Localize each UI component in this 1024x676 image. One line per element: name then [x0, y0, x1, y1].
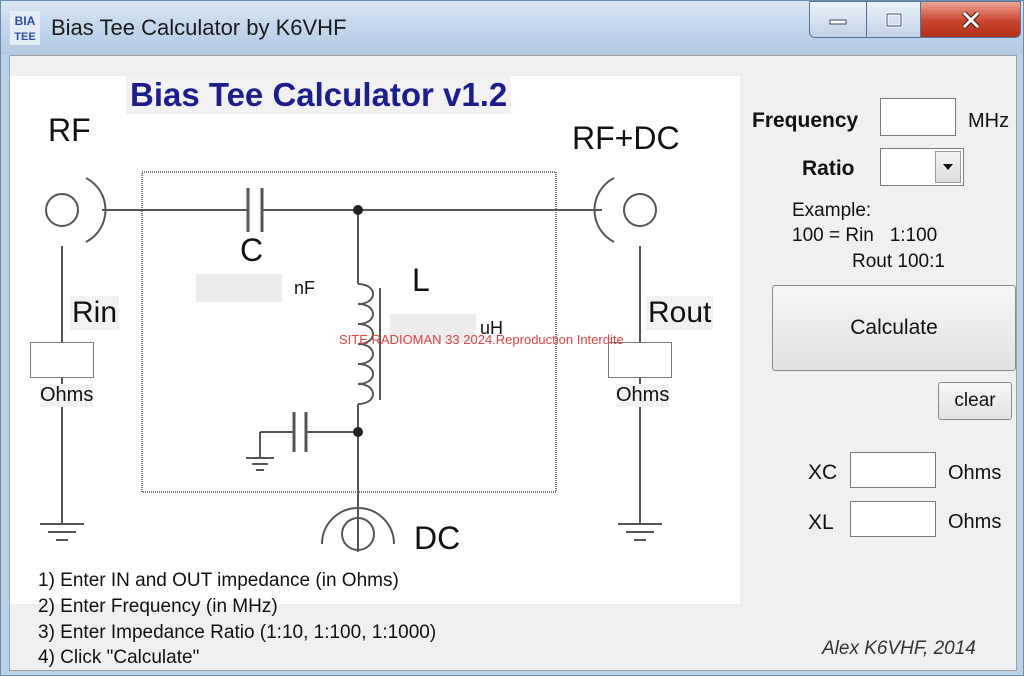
rf-connector-inner: [45, 193, 79, 227]
window-controls: [809, 1, 1021, 39]
bias-tee-app-icon: BIA TEE: [10, 11, 40, 45]
rin-label: Rin: [70, 296, 120, 330]
watermark-text: SITE RADIOMAN 33 2024.Reproduction Inter…: [339, 332, 624, 347]
xl-output-field: [850, 501, 936, 537]
icon-text-bottom: TEE: [14, 31, 35, 43]
frequency-label: Frequency: [752, 109, 859, 132]
circuit-schematic: [40, 171, 662, 552]
inductor-l-label: L: [412, 262, 430, 298]
inductor-coil: [357, 283, 374, 405]
dc-connector-inner: [341, 517, 375, 551]
rout-label: Rout: [646, 296, 714, 330]
c-output-field: [196, 274, 282, 302]
client-area: Bias Tee Calculator v1.2 RF RF+DC DC C L…: [9, 55, 1017, 671]
author-signature: Alex K6VHF, 2014: [822, 638, 976, 659]
l-output-field: [390, 314, 476, 342]
ratio-dropdown[interactable]: [880, 148, 964, 186]
rfdc-connector-outer: [593, 177, 615, 243]
dc-connector-outer: [321, 507, 395, 545]
enclosure-box: [141, 171, 557, 493]
junction-dot-bottom: [353, 427, 363, 437]
rout-unit-label: Ohms: [616, 384, 670, 407]
instruction-line-4: 4) Click "Calculate": [38, 647, 200, 668]
chevron-down-icon: [943, 164, 953, 170]
clear-button[interactable]: clear: [938, 382, 1012, 420]
c-unit-label: nF: [294, 278, 316, 298]
frequency-input[interactable]: [880, 98, 956, 136]
circuit-diagram: Bias Tee Calculator v1.2 RF RF+DC DC C L…: [10, 76, 740, 604]
close-button[interactable]: [921, 1, 1021, 38]
rfdc-connector-inner: [623, 193, 657, 227]
example-line-3: Rout 100:1: [852, 251, 945, 272]
calculate-button[interactable]: Calculate: [772, 285, 1016, 371]
instruction-line-1: 1) Enter IN and OUT impedance (in Ohms): [38, 570, 399, 591]
instruction-line-3: 3) Enter Impedance Ratio (1:10, 1:100, 1…: [38, 622, 437, 643]
xc-unit-label: Ohms: [948, 462, 1002, 484]
title-bar[interactable]: BIA TEE Bias Tee Calculator by K6VHF: [1, 1, 1023, 55]
xc-output-field: [850, 452, 936, 488]
rin-unit-label: Ohms: [40, 384, 94, 407]
rf-label: RF: [48, 112, 91, 148]
window-title: Bias Tee Calculator by K6VHF: [51, 15, 347, 40]
example-line-1: Example:: [792, 200, 872, 221]
maximize-icon: [885, 12, 902, 27]
rf-dc-label: RF+DC: [572, 120, 680, 156]
ratio-dropdown-button[interactable]: [935, 151, 961, 183]
capacitor-c-label: C: [240, 232, 264, 268]
instruction-line-2: 2) Enter Frequency (in MHz): [38, 596, 278, 617]
minimize-button[interactable]: [809, 1, 867, 38]
icon-text-top: BIA: [15, 14, 36, 28]
frequency-unit-label: MHz: [968, 110, 1010, 132]
xc-label: XC: [808, 461, 838, 484]
maximize-button[interactable]: [867, 1, 921, 38]
rin-input[interactable]: [30, 342, 94, 378]
l-unit-label: uH: [480, 318, 504, 338]
minimize-icon: [829, 19, 847, 24]
app-heading: Bias Tee Calculator v1.2: [126, 76, 512, 114]
rout-input[interactable]: [608, 342, 672, 378]
xl-label: XL: [808, 511, 834, 534]
xl-unit-label: Ohms: [948, 511, 1002, 533]
close-icon: [961, 10, 980, 29]
dc-label: DC: [414, 520, 461, 556]
ratio-label: Ratio: [802, 157, 855, 180]
junction-dot-top: [353, 205, 363, 215]
example-line-2: 100 = Rin 1:100: [792, 225, 938, 246]
